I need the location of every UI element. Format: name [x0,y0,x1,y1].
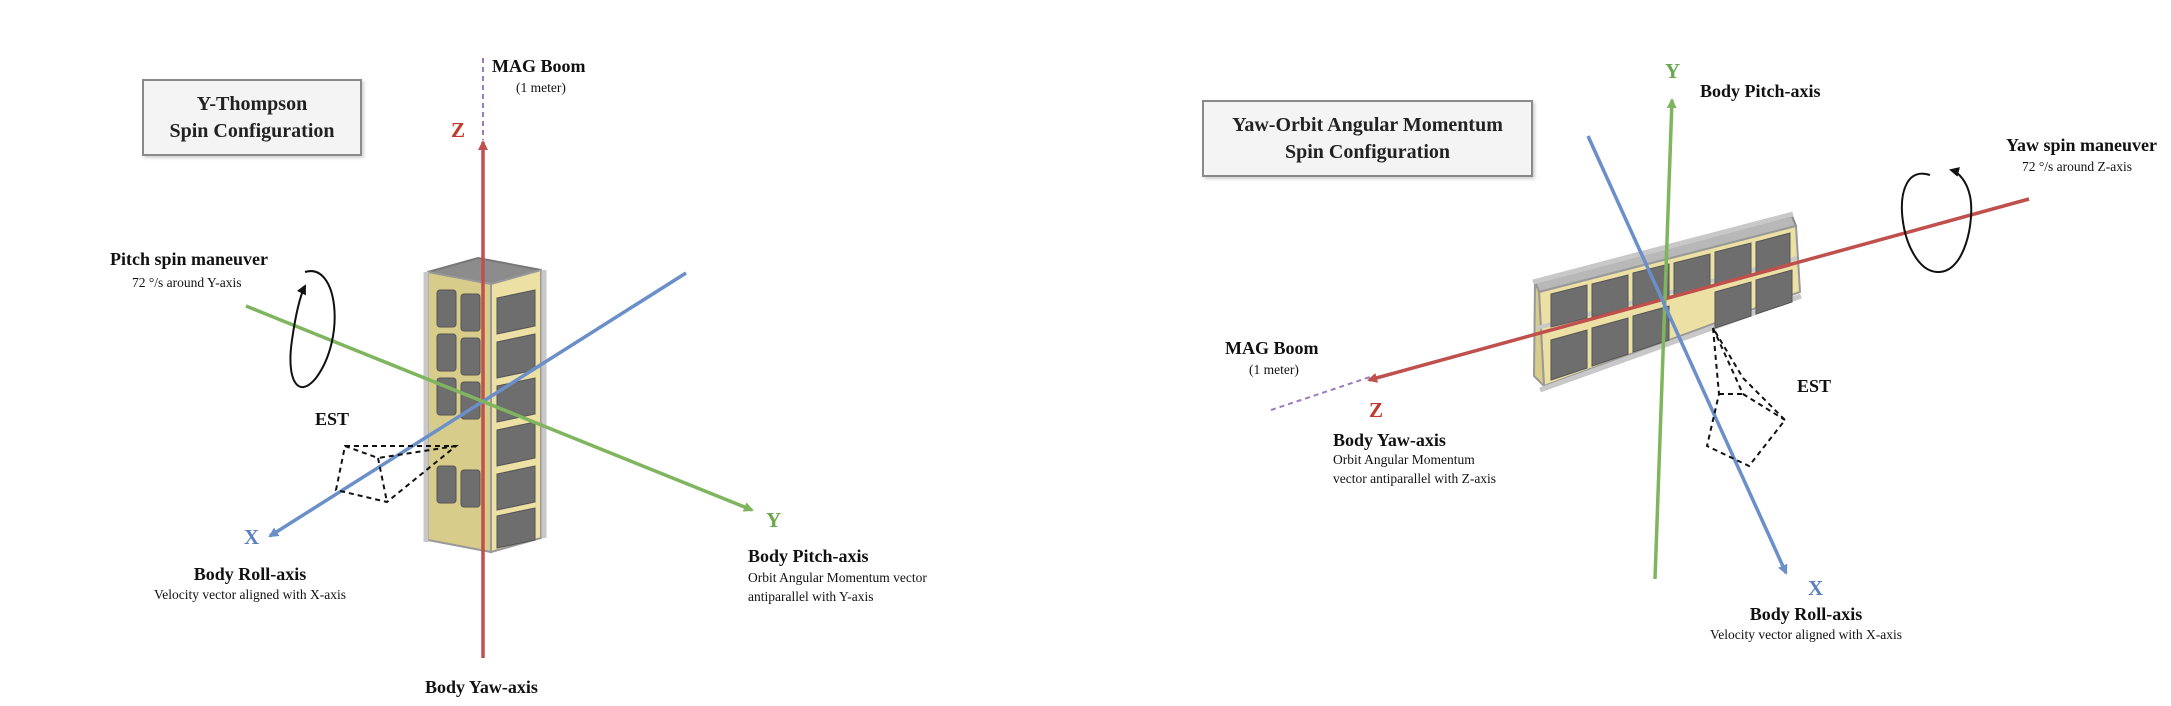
mag-boom-label: MAG Boom [492,56,586,76]
est-label: EST [1797,376,1832,396]
cubesat [423,256,547,554]
mag-boom-line [1270,375,1374,411]
yaw-maneuver-rate: 72 °/s around Z-axis [2022,159,2133,174]
z-axis-label: Z [451,118,466,142]
est-fov [334,445,459,504]
y-axis-label: Y [766,508,782,532]
y-thompson-diagram [245,58,754,658]
config-title-line2: Spin Configuration [169,119,335,142]
roll-axis-title: Body Roll-axis [193,564,307,584]
est-fov [1705,327,1787,468]
x-axis-arrow [268,271,687,538]
mag-boom-length: (1 meter) [516,80,566,95]
y-axis-arrow [245,304,754,512]
x-axis-label: X [244,525,260,549]
est-label: EST [315,409,350,429]
z-axis-label: Z [1369,398,1384,422]
yaw-orbit-diagram [1270,98,2030,580]
yaw-maneuver-title: Yaw spin maneuver [2006,135,2158,155]
y-axis-label: Y [1665,59,1681,83]
pitch-rotation-arrow [289,270,336,389]
config-title-line1: Y-Thompson [196,92,308,115]
pitch-axis-title: Body Pitch-axis [1700,81,1821,101]
y-thompson-panel: Y-Thompson Spin Configuration MAG Boom (… [0,0,1085,706]
y-axis-arrow [1653,98,1677,580]
config-title-line1: Yaw-Orbit Angular Momentum [1232,113,1503,136]
yaw-axis-title: Body Yaw-axis [1333,430,1446,450]
roll-axis-desc: Velocity vector aligned with X-axis [154,587,346,602]
mag-boom-length: (1 meter) [1249,362,1299,377]
yaw-rotation-arrow [1900,167,1973,274]
yaw-orbit-panel: Yaw-Orbit Angular Momentum Spin Configur… [1085,0,2171,706]
pitch-axis-desc-1: Orbit Angular Momentum vector [748,570,927,585]
yaw-axis-desc-1: Orbit Angular Momentum [1333,452,1475,467]
config-title-line2: Spin Configuration [1284,140,1451,163]
z-axis-arrow [1367,197,2030,383]
mag-boom-label: MAG Boom [1225,338,1319,358]
pitch-maneuver-title: Pitch spin maneuver [110,249,269,269]
pitch-maneuver-rate: 72 °/s around Y-axis [132,275,242,290]
yaw-axis-title: Body Yaw-axis [425,677,538,697]
config-title-box: Yaw-Orbit Angular Momentum Spin Configur… [1202,100,1533,177]
roll-axis-title: Body Roll-axis [1749,604,1863,624]
roll-axis-desc: Velocity vector aligned with X-axis [1710,627,1902,642]
yaw-axis-desc-2: vector antiparallel with Z-axis [1333,471,1497,486]
pitch-axis-title: Body Pitch-axis [748,546,869,566]
x-axis-label: X [1808,576,1824,600]
pitch-axis-desc-2: antiparallel with Y-axis [748,589,874,604]
config-title-box: Y-Thompson Spin Configuration [142,79,362,156]
x-axis-arrow [1586,135,1788,575]
